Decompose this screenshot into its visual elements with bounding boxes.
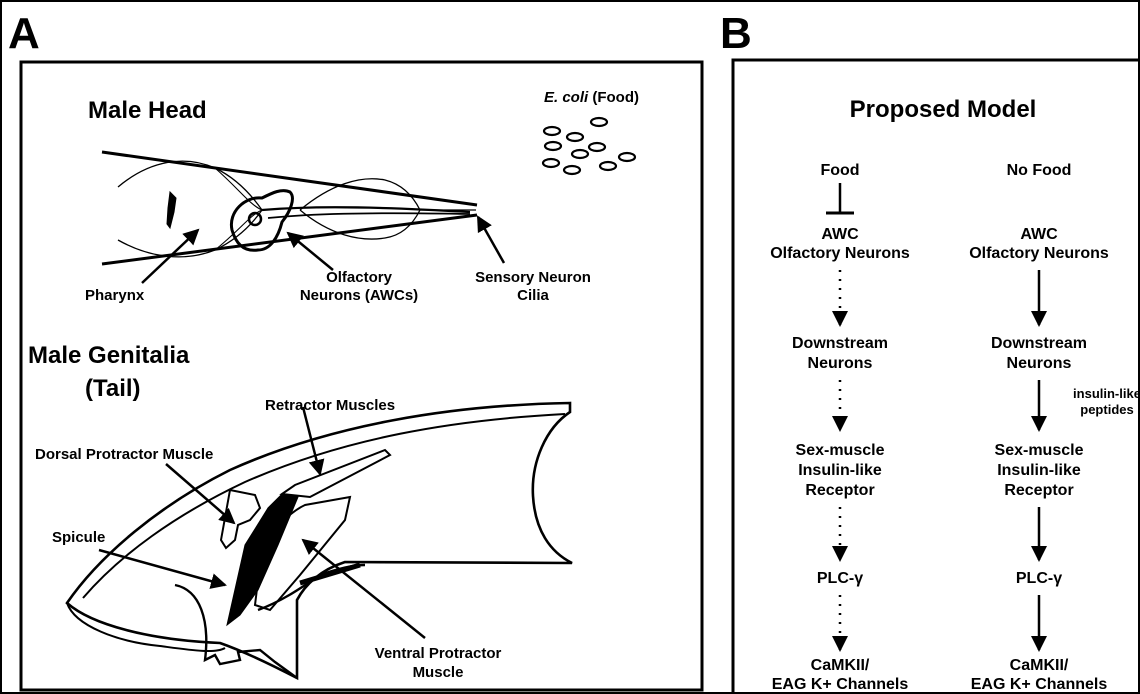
food-camkii-line1: CaMKII/ xyxy=(811,657,870,674)
nofood-receptor-line1: Sex-muscle xyxy=(995,442,1084,459)
food-plc: PLC-γ xyxy=(817,570,863,587)
sensory-label-line1: Sensory Neuron xyxy=(475,269,591,286)
food-awc-line1: AWC xyxy=(821,226,859,243)
male-tail-drawing xyxy=(67,403,572,678)
nofood-downstream-line2: Neurons xyxy=(1007,355,1072,372)
genitalia-title-line2: (Tail) xyxy=(85,375,141,402)
dorsal-protractor-label: Dorsal Protractor Muscle xyxy=(35,446,213,463)
olfactory-label-line2: Neurons (AWCs) xyxy=(300,287,418,304)
food-downstream-line1: Downstream xyxy=(792,335,888,352)
head-arrows xyxy=(142,217,504,283)
nofood-plc: PLC-γ xyxy=(1016,570,1062,587)
food-pathway: Food AWC Olfactory Neurons Downstream Ne… xyxy=(770,162,910,693)
food-receptor-line2: Insulin-like xyxy=(798,462,882,479)
nofood-downstream-line1: Downstream xyxy=(991,335,1087,352)
male-head-title: Male Head xyxy=(88,97,207,124)
panel-b-letter: B xyxy=(720,9,752,58)
ventral-label-line2: Muscle xyxy=(413,664,464,681)
genitalia-title-line1: Male Genitalia xyxy=(28,342,190,369)
panel-a-letter: A xyxy=(8,9,40,58)
nofood-receptor-line3: Receptor xyxy=(1004,482,1073,499)
peptides-label-line1: insulin-like xyxy=(1073,386,1140,401)
food-receptor-line3: Receptor xyxy=(805,482,874,499)
panel-b-frame xyxy=(733,60,1140,694)
food-awc-line2: Olfactory Neurons xyxy=(770,245,910,262)
peptides-label-line2: peptides xyxy=(1080,402,1133,417)
pharynx-lumen-shape xyxy=(167,192,176,228)
food-camkii-line2: EAG K+ Channels xyxy=(772,676,909,693)
food-label: E. coli (Food) xyxy=(544,89,639,106)
nofood-awc-line2: Olfactory Neurons xyxy=(969,245,1109,262)
nofood-awc-line1: AWC xyxy=(1020,226,1058,243)
spicule-shape xyxy=(227,494,298,625)
nofood-pathway: No Food AWC Olfactory Neurons Downstream… xyxy=(969,162,1140,693)
spicule-label: Spicule xyxy=(52,529,105,546)
olfactory-label-line1: Olfactory xyxy=(326,269,393,286)
sensory-label-line2: Cilia xyxy=(517,287,549,304)
nofood-camkii-line2: EAG K+ Channels xyxy=(971,676,1108,693)
male-head-drawing xyxy=(102,152,477,264)
nofood-camkii-line1: CaMKII/ xyxy=(1010,657,1069,674)
food-header: Food xyxy=(820,162,859,179)
nofood-header: No Food xyxy=(1007,162,1072,179)
food-receptor-line1: Sex-muscle xyxy=(796,442,885,459)
nofood-receptor-line2: Insulin-like xyxy=(997,462,1081,479)
pharynx-label: Pharynx xyxy=(85,287,145,304)
proposed-model-title: Proposed Model xyxy=(850,96,1037,123)
retractor-label: Retractor Muscles xyxy=(265,397,395,414)
ventral-label-line1: Ventral Protractor xyxy=(375,645,502,662)
e-coli-bacteria xyxy=(543,118,635,174)
food-downstream-line2: Neurons xyxy=(808,355,873,372)
